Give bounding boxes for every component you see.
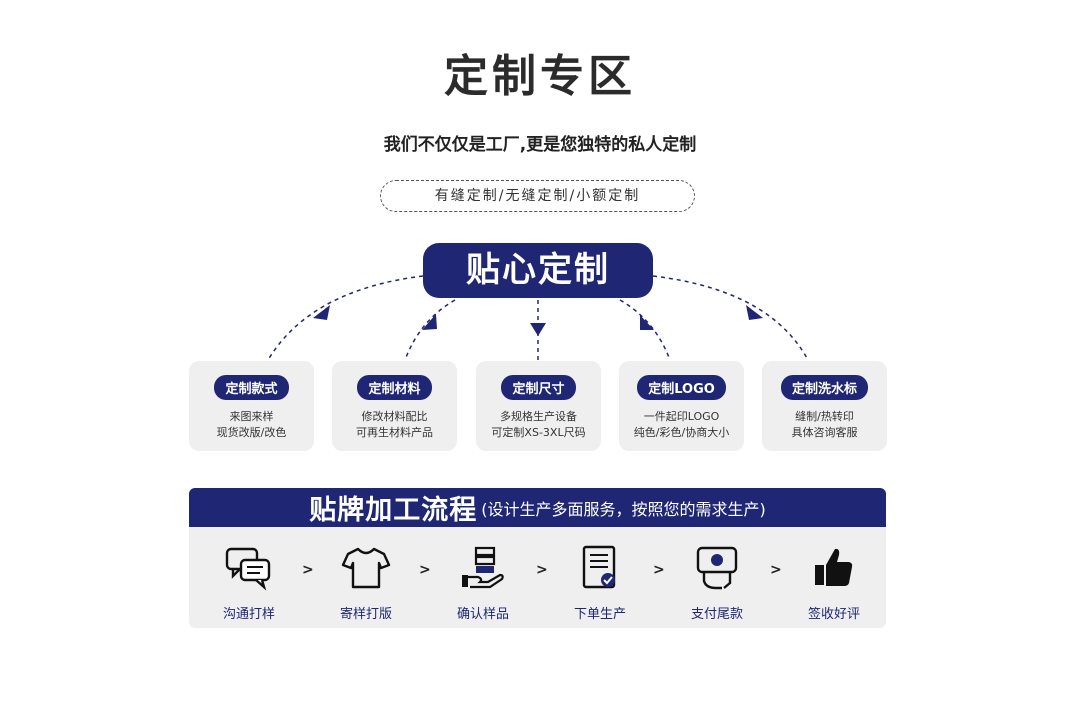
- step-sample: 寄样打版: [316, 545, 416, 622]
- card-wash-label: 定制洗水标 缝制/热转印具体咨询客服: [762, 361, 887, 451]
- card-badge: 定制款式: [214, 375, 289, 400]
- step-confirm: 确认样品: [433, 545, 533, 622]
- card-badge: 定制洗水标: [780, 375, 868, 400]
- step-review: 签收好评: [784, 545, 884, 622]
- card-line: 纯色/彩色/协商大小: [633, 426, 730, 439]
- arrowhead-5: [746, 305, 763, 320]
- chat-bubbles-icon: [225, 547, 271, 591]
- hand-boxes-icon: [462, 546, 504, 589]
- process-note: (设计生产多面服务，按照您的需求生产): [481, 499, 766, 519]
- chevron-right-icon: >: [536, 562, 548, 578]
- custom-types-pill: 有缝定制/无缝定制/小额定制: [380, 180, 695, 212]
- process-panel: 贴牌加工流程 (设计生产多面服务，按照您的需求生产): [189, 488, 886, 628]
- step-label: 寄样打版: [339, 607, 392, 622]
- tshirt-icon: [341, 547, 391, 589]
- card-line: 一件起印LOGO: [643, 410, 720, 423]
- page-subtitle: 我们不仅仅是工厂,更是您独特的私人定制: [383, 135, 697, 155]
- step-label: 签收好评: [807, 607, 860, 622]
- page-title: 定制专区: [444, 51, 636, 102]
- card-line: 具体咨询客服: [791, 426, 858, 439]
- arrowhead-1: [313, 305, 330, 320]
- process-title: 贴牌加工流程: [309, 495, 478, 526]
- card-badge: 定制尺寸: [501, 375, 576, 400]
- step-payment: 支付尾款: [667, 545, 767, 622]
- chevron-right-icon: >: [302, 562, 314, 578]
- card-badge: 定制材料: [357, 375, 432, 400]
- step-label: 沟通打样: [222, 607, 275, 622]
- thumbs-up-icon: [815, 548, 853, 586]
- step-label: 下单生产: [573, 607, 626, 622]
- arrowhead-2: [422, 314, 437, 330]
- card-line: 修改材料配比: [361, 410, 428, 423]
- step-order: 下单生产: [550, 545, 650, 622]
- card-line: 多规格生产设备: [500, 410, 577, 423]
- arrowhead-4: [640, 315, 654, 330]
- chevron-right-icon: >: [419, 562, 431, 578]
- chevron-right-icon: >: [653, 562, 665, 578]
- step-label: 支付尾款: [690, 607, 743, 622]
- card-badge: 定制LOGO: [637, 375, 726, 400]
- card-logo: 定制LOGO 一件起印LOGO 纯色/彩色/协商大小: [619, 361, 744, 451]
- hand-payment-icon: [696, 546, 738, 590]
- arrow-path-2: [404, 299, 456, 361]
- chevron-right-icon: >: [770, 562, 782, 578]
- hero-badge: 贴心定制: [423, 243, 653, 298]
- card-line: 缝制/热转印: [795, 410, 854, 423]
- card-line: 来图来样: [229, 410, 274, 423]
- step-label: 确认样品: [456, 607, 509, 622]
- arrow-path-5: [652, 275, 809, 361]
- document-check-icon: [582, 545, 616, 589]
- card-size: 定制尺寸 多规格生产设备可定制XS-3XL尺码: [476, 361, 601, 451]
- card-material: 定制材料 修改材料配比可再生材料产品: [332, 361, 457, 451]
- process-header: 贴牌加工流程 (设计生产多面服务，按照您的需求生产): [189, 488, 886, 527]
- card-style: 定制款式 来图来样现货改版/改色: [189, 361, 314, 451]
- card-line: 可再生材料产品: [356, 426, 433, 439]
- arrow-path-1: [267, 275, 424, 361]
- card-line: 现货改版/改色: [216, 426, 287, 439]
- step-communicate: 沟通打样: [199, 545, 299, 622]
- card-line: 可定制XS-3XL尺码: [491, 426, 586, 439]
- arrowhead-3: [530, 323, 546, 336]
